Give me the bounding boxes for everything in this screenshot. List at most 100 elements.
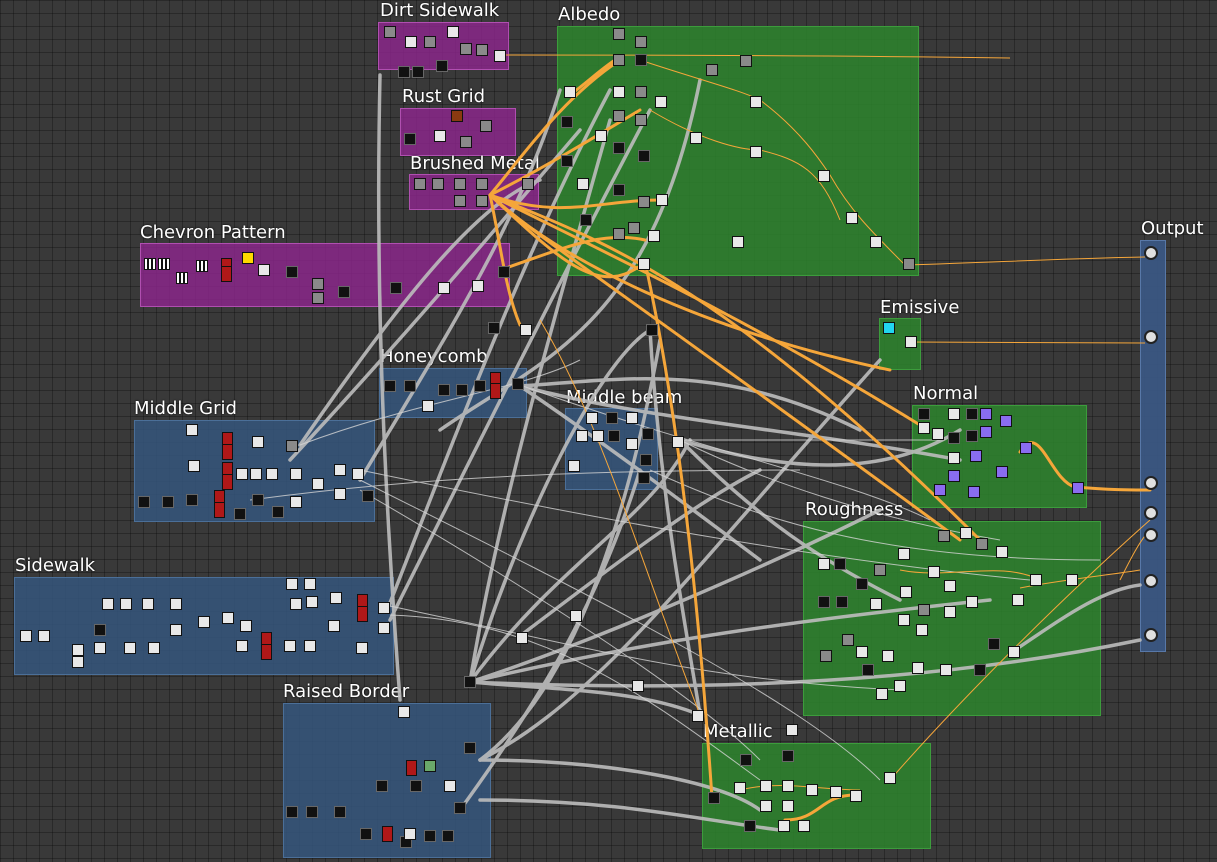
graph-node[interactable] (948, 432, 960, 444)
graph-node[interactable] (234, 508, 246, 520)
graph-node[interactable] (706, 64, 718, 76)
graph-node[interactable] (406, 760, 417, 776)
graph-node[interactable] (72, 656, 84, 668)
graph-node[interactable] (405, 36, 417, 48)
graph-node[interactable] (38, 630, 50, 642)
graph-node[interactable] (960, 527, 972, 539)
graph-node[interactable] (626, 438, 638, 450)
graph-node[interactable] (595, 130, 607, 142)
frame-title-metallic[interactable]: Metallic (703, 721, 773, 742)
graph-node[interactable] (834, 558, 846, 570)
graph-node[interactable] (261, 644, 272, 660)
graph-node[interactable] (732, 236, 744, 248)
graph-node[interactable] (434, 130, 446, 142)
graph-node[interactable] (252, 436, 264, 448)
graph-node[interactable] (656, 194, 668, 206)
graph-node[interactable] (870, 598, 882, 610)
graph-node[interactable] (561, 155, 573, 167)
graph-node[interactable] (932, 428, 944, 440)
graph-node[interactable] (916, 624, 928, 636)
frame-title-emissive[interactable]: Emissive (880, 297, 960, 318)
graph-node[interactable] (20, 630, 32, 642)
graph-node[interactable] (404, 133, 416, 145)
graph-node[interactable] (818, 170, 830, 182)
graph-node[interactable] (898, 614, 910, 626)
graph-node[interactable] (638, 472, 650, 484)
graph-node[interactable] (498, 266, 510, 278)
graph-node[interactable] (626, 412, 638, 424)
graph-node[interactable] (918, 408, 930, 420)
graph-node[interactable] (378, 602, 390, 614)
graph-node[interactable] (286, 266, 298, 278)
graph-node[interactable] (1012, 594, 1024, 606)
frame-title-normal[interactable]: Normal (913, 383, 979, 404)
graph-node[interactable] (635, 36, 647, 48)
graph-node[interactable] (576, 430, 588, 442)
graph-node[interactable] (376, 780, 388, 792)
graph-node[interactable] (905, 336, 917, 348)
graph-node[interactable] (286, 440, 298, 452)
graph-node[interactable] (862, 664, 874, 676)
graph-node[interactable] (836, 596, 848, 608)
graph-node[interactable] (577, 178, 589, 190)
output-port-icon[interactable] (1144, 574, 1158, 588)
graph-node[interactable] (648, 230, 660, 242)
graph-node[interactable] (570, 610, 582, 622)
graph-node[interactable] (592, 430, 604, 442)
output-port-icon[interactable] (1144, 330, 1158, 344)
graph-node[interactable] (842, 634, 854, 646)
graph-node[interactable] (613, 184, 625, 196)
graph-node[interactable] (120, 598, 132, 610)
graph-node[interactable] (940, 664, 952, 676)
graph-node[interactable] (242, 252, 254, 264)
graph-node[interactable] (250, 468, 262, 480)
graph-node[interactable] (750, 146, 762, 158)
graph-node[interactable] (846, 212, 858, 224)
graph-node[interactable] (1030, 574, 1042, 586)
graph-node[interactable] (564, 86, 576, 98)
graph-node[interactable] (918, 604, 930, 616)
graph-node[interactable] (162, 496, 174, 508)
graph-node[interactable] (996, 466, 1008, 478)
graph-node[interactable] (196, 260, 208, 272)
graph-node[interactable] (850, 790, 862, 802)
graph-node[interactable] (856, 578, 868, 590)
graph-node[interactable] (390, 282, 402, 294)
graph-node[interactable] (144, 258, 156, 270)
graph-node[interactable] (708, 792, 720, 804)
graph-node[interactable] (512, 378, 524, 390)
graph-node[interactable] (638, 258, 650, 270)
graph-node[interactable] (304, 640, 316, 652)
graph-node[interactable] (488, 322, 500, 334)
graph-node[interactable] (436, 60, 448, 72)
graph-node[interactable] (454, 802, 466, 814)
graph-node[interactable] (968, 486, 980, 498)
graph-node[interactable] (948, 408, 960, 420)
graph-node[interactable] (760, 780, 772, 792)
graph-node[interactable] (944, 580, 956, 592)
graph-node[interactable] (186, 424, 198, 436)
graph-node[interactable] (176, 272, 188, 284)
graph-node[interactable] (830, 786, 842, 798)
frame-title-sidewalk[interactable]: Sidewalk (15, 555, 96, 576)
graph-node[interactable] (424, 36, 436, 48)
graph-node[interactable] (424, 830, 436, 842)
graph-node[interactable] (444, 780, 456, 792)
frame-roughness[interactable] (803, 521, 1101, 716)
graph-node[interactable] (384, 380, 396, 392)
graph-node[interactable] (352, 468, 364, 480)
graph-node[interactable] (760, 800, 772, 812)
graph-node[interactable] (613, 28, 625, 40)
graph-node[interactable] (642, 428, 654, 440)
graph-node[interactable] (236, 640, 248, 652)
graph-node[interactable] (198, 616, 210, 628)
graph-node[interactable] (613, 54, 625, 66)
graph-node[interactable] (606, 412, 618, 424)
graph-node[interactable] (236, 468, 248, 480)
frame-title-chevron-pattern[interactable]: Chevron Pattern (140, 222, 286, 243)
graph-node[interactable] (980, 408, 992, 420)
graph-node[interactable] (102, 598, 114, 610)
graph-node[interactable] (884, 772, 896, 784)
graph-node[interactable] (460, 136, 472, 148)
graph-node[interactable] (412, 66, 424, 78)
